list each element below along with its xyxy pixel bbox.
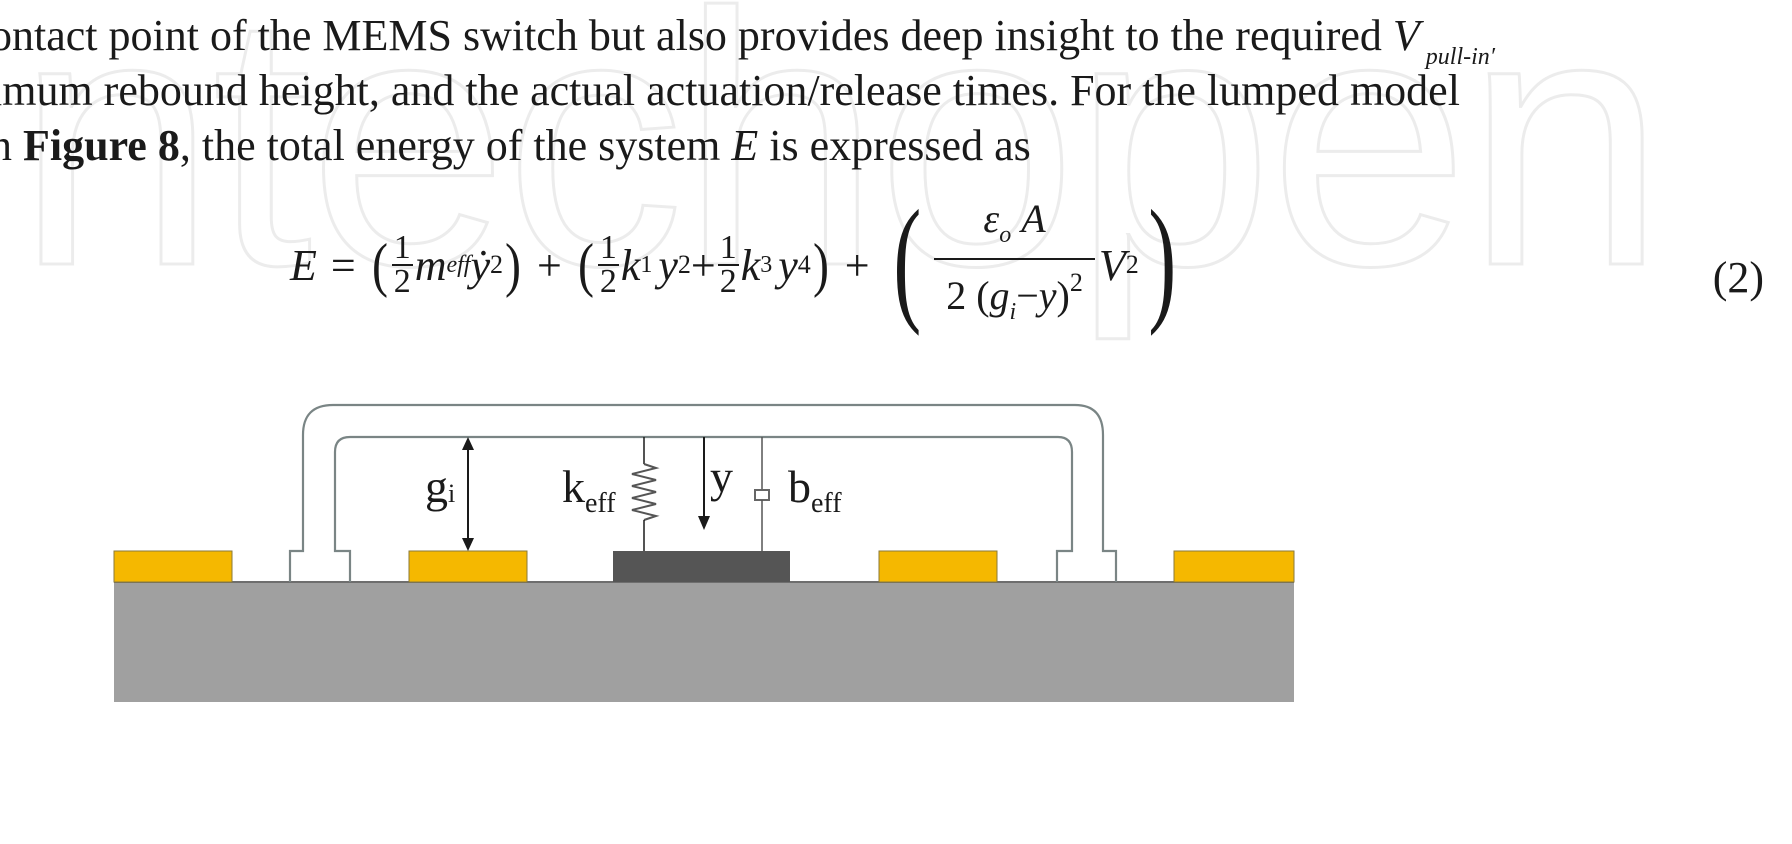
beam-outer	[288, 403, 1118, 582]
label-displacement: y	[710, 451, 733, 502]
spring-icon	[631, 463, 660, 521]
electrode-outer-right	[1173, 550, 1295, 583]
equation-number: (2)	[1712, 253, 1764, 302]
contact-pad	[613, 551, 790, 582]
electrode-inner-left	[408, 550, 528, 583]
subscript-pull-in: pull-in′	[1425, 44, 1496, 70]
paragraph-line-1: ontact point of the MEMS switch but also…	[0, 11, 1496, 70]
label-gap: gi	[425, 461, 456, 512]
substrate	[114, 582, 1294, 702]
paragraph-line-2: imum rebound height, and the actual actu…	[0, 66, 1460, 115]
damper-icon	[754, 489, 770, 501]
variable-v: V	[1392, 11, 1420, 60]
eq-equals: =	[330, 240, 356, 290]
paragraph-line-3: n Figure 8, the total energy of the syst…	[0, 121, 1031, 170]
label-spring: keff	[562, 461, 616, 519]
electrode-inner-right	[878, 550, 998, 583]
body-paragraph: ontact point of the MEMS switch but also…	[0, 8, 1790, 173]
electrode-outer-left	[113, 550, 233, 583]
mems-diagram-svg	[113, 403, 1295, 702]
watermark: intechopen	[0, 0, 1667, 341]
electrostatic-fraction: εo A 2 (gi−y)2	[934, 196, 1095, 335]
variable-e: E	[731, 121, 759, 170]
eq-lhs: E	[290, 240, 317, 290]
figure-reference[interactable]: Figure 8	[23, 121, 180, 170]
label-damper: beff	[788, 461, 842, 519]
mems-lumped-model-figure: gi keff y beff	[100, 390, 1330, 730]
